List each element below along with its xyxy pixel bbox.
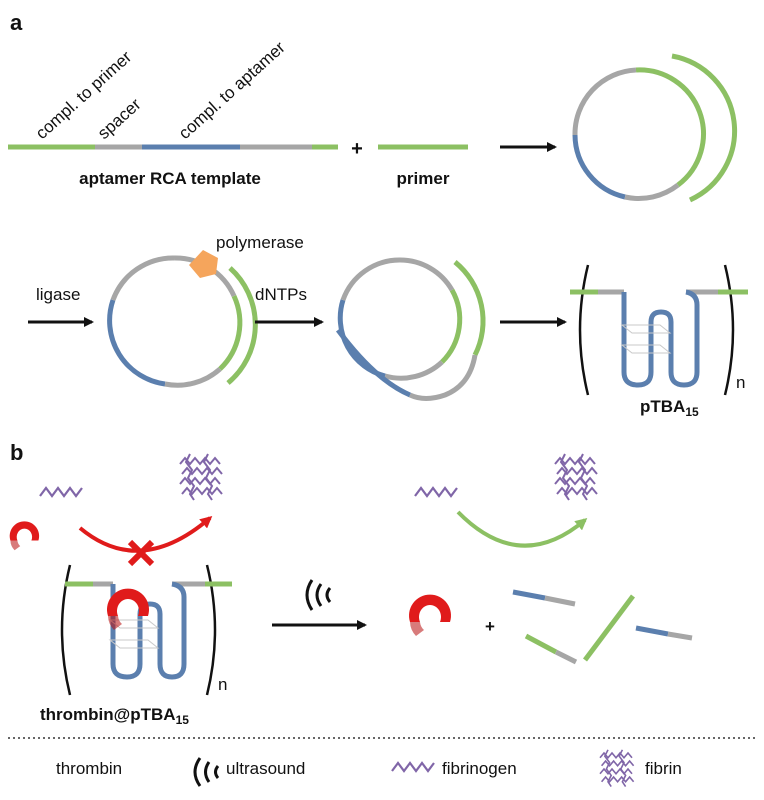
polymerase-icon <box>189 250 218 278</box>
legend-fibrin: fibrin <box>645 759 682 778</box>
panel-a-label: a <box>10 10 23 35</box>
thrombin-aptamer-complex <box>60 564 232 696</box>
fibrin-icon <box>179 453 223 501</box>
repeat-n-label: n <box>736 373 745 392</box>
thrombin-icon <box>409 594 451 636</box>
cross-icon <box>127 539 155 567</box>
fibrin-icon <box>554 453 598 501</box>
repeat-n-label: n <box>218 675 227 694</box>
conversion-arrow-icon <box>456 510 588 548</box>
plus-sign: + <box>351 138 363 160</box>
fibrin-icon <box>599 748 635 788</box>
ptba-structure <box>570 264 748 396</box>
thrombin-icon <box>9 521 40 551</box>
dntps-label: dNTPs <box>255 285 307 304</box>
plus-sign: + <box>485 617 495 636</box>
legend-ultrasound: ultrasound <box>226 759 305 778</box>
ligated-circle <box>107 255 258 388</box>
aptamer-fragments <box>512 589 693 665</box>
compl-aptamer-label: compl. to aptamer <box>175 38 289 143</box>
spacer-label: spacer <box>94 94 145 142</box>
panel-b-label: b <box>10 440 23 465</box>
legend-fibrinogen: fibrinogen <box>442 759 517 778</box>
ligase-label: ligase <box>36 285 80 304</box>
fibrinogen-icon <box>390 761 436 773</box>
fibrinogen-icon <box>38 486 84 498</box>
elongating-circle <box>335 257 486 401</box>
polymerase-label: polymerase <box>216 233 304 252</box>
legend-thrombin: thrombin <box>56 759 122 778</box>
primer-label: primer <box>397 169 450 188</box>
ptba-label: pTBA15 <box>640 397 699 419</box>
template-label: aptamer RCA template <box>79 169 261 188</box>
thrombin-icon <box>107 588 149 630</box>
thrombin-ptba-label: thrombin@pTBA15 <box>40 705 189 727</box>
ultrasound-icon <box>193 757 220 787</box>
fibrinogen-icon <box>413 486 459 498</box>
primer-template-complex <box>572 53 738 203</box>
ultrasound-icon <box>305 579 332 611</box>
